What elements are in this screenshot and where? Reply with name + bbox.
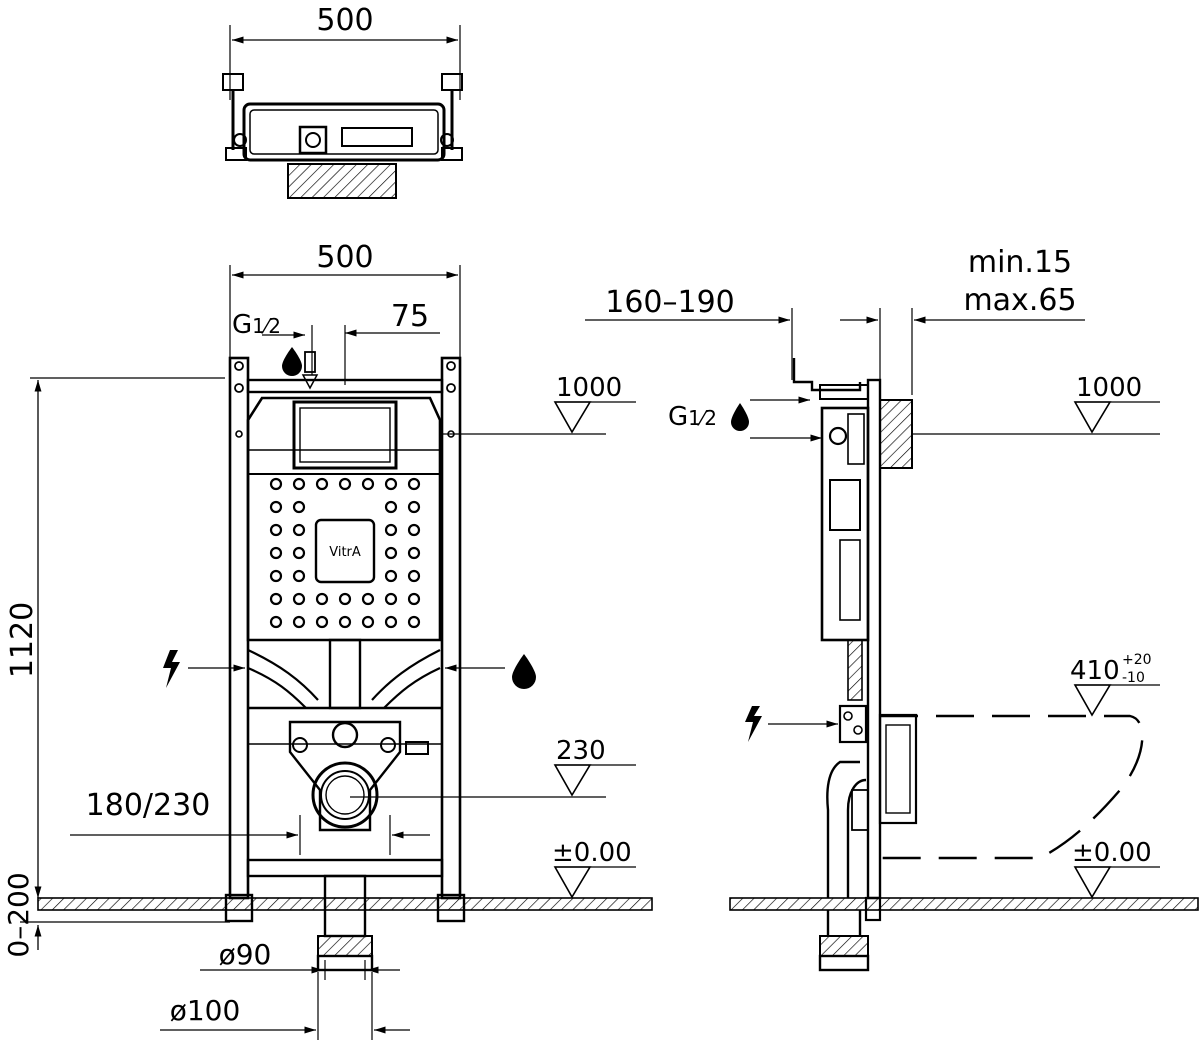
- pipe-outer-diameter-label: ø100: [170, 994, 241, 1027]
- floor-hatch-front: [37, 897, 653, 911]
- front-height-label: 1120: [5, 602, 40, 678]
- side-max-label: max.65: [963, 283, 1076, 318]
- side-thread-label: G1⁄2: [668, 402, 717, 432]
- side-depth-label: 160–190: [605, 285, 735, 320]
- side-view: 160–190 min.15 max.65 G1⁄2: [585, 245, 1199, 972]
- water-drop-icon-right: [512, 654, 536, 689]
- front-base-range-label: 0–200: [2, 872, 35, 957]
- vitra-logo: VitrA: [329, 545, 361, 560]
- side-level-zero-label: ±0.00: [1072, 838, 1152, 868]
- level-1000-label: 1000: [556, 373, 622, 403]
- front-offset-label: 75: [391, 299, 429, 334]
- level-zero-label-front: ±0.00: [552, 838, 632, 868]
- front-thread-label: G1⁄2: [232, 310, 281, 340]
- side-level-1000-label: 1000: [1076, 373, 1142, 403]
- top-view: 500: [222, 3, 463, 199]
- front-view: 500 G1⁄2 75 1120 0–200: [2, 240, 653, 1040]
- electric-bolt-icon: [163, 650, 180, 688]
- spacing-label: 180/230: [86, 788, 211, 823]
- side-min-label: min.15: [968, 245, 1072, 280]
- water-drop-icon-side: [731, 403, 749, 431]
- tolerance-minus: -10: [1122, 670, 1145, 686]
- level-230-label: 230: [556, 736, 606, 766]
- floor-hatch-side: [729, 897, 1199, 911]
- toilet-bowl-outline: [880, 714, 1144, 860]
- cistern-hole-grid: [269, 477, 421, 629]
- level-marker-icon: [553, 401, 592, 434]
- side-level-410-label: 410: [1070, 656, 1120, 686]
- top-width-label: 500: [316, 3, 373, 38]
- electric-bolt-icon-side: [745, 706, 762, 742]
- top-drain-ribs: [287, 163, 397, 199]
- water-drop-icon: [282, 347, 302, 376]
- pipe-inner-diameter-label: ø90: [219, 938, 272, 971]
- front-width-label: 500: [316, 240, 373, 275]
- tolerance-plus: +20: [1122, 652, 1152, 668]
